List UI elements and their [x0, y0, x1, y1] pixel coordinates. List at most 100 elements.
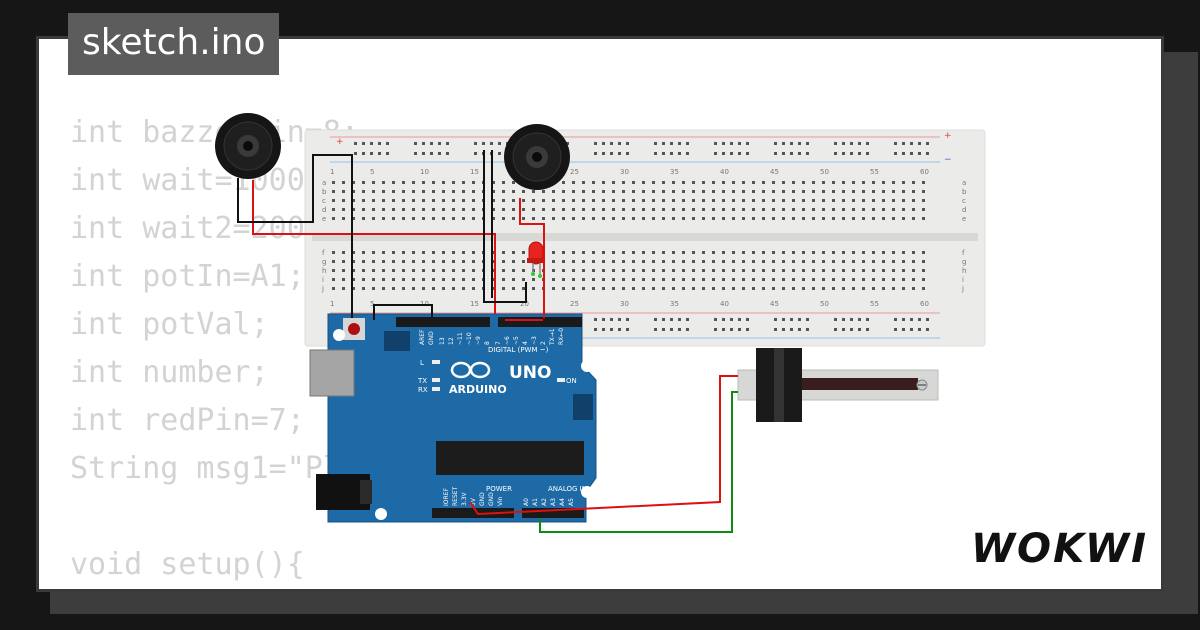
breadboard-hole — [402, 269, 405, 272]
breadboard-hole — [678, 142, 681, 145]
buzzer-1[interactable] — [215, 113, 281, 179]
breadboard-hole — [812, 287, 815, 290]
breadboard-hole — [902, 152, 905, 155]
arduino-uno[interactable]: UNO ARDUINO DIGITAL (PWM ~) POWER ANALOG… — [309, 313, 597, 523]
breadboard-column-number: 45 — [770, 300, 779, 308]
breadboard-hole — [798, 328, 801, 331]
breadboard-hole — [462, 217, 465, 220]
breadboard-hole — [602, 217, 605, 220]
breadboard-hole — [922, 217, 925, 220]
breadboard-hole — [610, 328, 613, 331]
breadboard-hole — [412, 269, 415, 272]
arduino-pin-label: 4 — [522, 341, 529, 345]
breadboard-hole — [774, 152, 777, 155]
breadboard-hole — [532, 217, 535, 220]
breadboard-hole — [714, 318, 717, 321]
breadboard-hole — [442, 199, 445, 202]
breadboard-hole — [642, 287, 645, 290]
breadboard-hole — [812, 199, 815, 202]
breadboard-hole — [882, 181, 885, 184]
breadboard-row-letter: j — [321, 285, 324, 293]
breadboard-hole — [632, 199, 635, 202]
breadboard-hole — [702, 181, 705, 184]
breadboard-hole — [582, 251, 585, 254]
breadboard-hole — [632, 217, 635, 220]
breadboard-hole — [812, 269, 815, 272]
wire-green — [539, 391, 738, 533]
breadboard-hole — [862, 251, 865, 254]
breadboard-hole — [912, 251, 915, 254]
breadboard-hole — [612, 190, 615, 193]
breadboard[interactable]: + − + 1155101015152020252530303535404045… — [304, 129, 986, 347]
breadboard-hole — [752, 260, 755, 263]
file-name-tab[interactable]: sketch.ino — [68, 13, 280, 75]
breadboard-hole — [832, 199, 835, 202]
breadboard-column-number: 25 — [570, 168, 579, 176]
buzzer-2[interactable] — [504, 124, 570, 190]
arduino-pin-label: A0 — [523, 498, 530, 506]
breadboard-hole — [622, 278, 625, 281]
breadboard-hole — [834, 328, 837, 331]
arduino-pin-label: GND — [479, 492, 486, 506]
breadboard-hole — [592, 251, 595, 254]
breadboard-row-letter: g — [322, 258, 326, 266]
breadboard-hole — [738, 142, 741, 145]
breadboard-hole — [626, 328, 629, 331]
breadboard-hole — [502, 181, 505, 184]
breadboard-hole — [372, 199, 375, 202]
breadboard-hole — [462, 251, 465, 254]
breadboard-hole — [562, 251, 565, 254]
rail-minus-label: − — [944, 155, 952, 165]
breadboard-hole — [762, 208, 765, 211]
arduino-pin-label: 5V — [470, 497, 477, 506]
breadboard-hole — [472, 181, 475, 184]
breadboard-hole — [872, 199, 875, 202]
breadboard-hole — [862, 278, 865, 281]
breadboard-hole — [772, 181, 775, 184]
breadboard-hole — [414, 142, 417, 145]
breadboard-hole — [742, 287, 745, 290]
breadboard-hole — [522, 190, 525, 193]
breadboard-hole — [858, 318, 861, 321]
breadboard-hole — [670, 328, 673, 331]
breadboard-hole — [382, 199, 385, 202]
arduino-pin-label: 2 — [540, 341, 547, 345]
breadboard-hole — [352, 208, 355, 211]
breadboard-hole — [872, 260, 875, 263]
breadboard-hole — [802, 278, 805, 281]
breadboard-hole — [612, 278, 615, 281]
breadboard-hole — [552, 251, 555, 254]
breadboard-hole — [762, 260, 765, 263]
breadboard-hole — [442, 251, 445, 254]
breadboard-hole — [792, 260, 795, 263]
red-led[interactable] — [527, 241, 545, 278]
breadboard-hole — [452, 208, 455, 211]
breadboard-hole — [722, 260, 725, 263]
arduino-pin-label: A4 — [559, 498, 566, 506]
breadboard-hole — [452, 181, 455, 184]
breadboard-hole — [752, 278, 755, 281]
breadboard-hole — [472, 269, 475, 272]
breadboard-hole — [602, 142, 605, 145]
breadboard-hole — [642, 217, 645, 220]
breadboard-hole — [622, 287, 625, 290]
breadboard-hole — [382, 217, 385, 220]
breadboard-hole — [442, 260, 445, 263]
breadboard-hole — [592, 287, 595, 290]
breadboard-hole — [402, 278, 405, 281]
breadboard-hole — [402, 199, 405, 202]
breadboard-hole — [802, 287, 805, 290]
breadboard-hole — [652, 278, 655, 281]
breadboard-hole — [692, 278, 695, 281]
breadboard-hole — [902, 260, 905, 263]
breadboard-hole — [446, 142, 449, 145]
breadboard-hole — [894, 318, 897, 321]
breadboard-hole — [772, 190, 775, 193]
slide-potentiometer[interactable] — [737, 348, 939, 422]
breadboard-hole — [562, 269, 565, 272]
breadboard-hole — [672, 181, 675, 184]
breadboard-hole — [386, 152, 389, 155]
breadboard-hole — [722, 142, 725, 145]
breadboard-hole — [852, 199, 855, 202]
breadboard-hole — [858, 142, 861, 145]
